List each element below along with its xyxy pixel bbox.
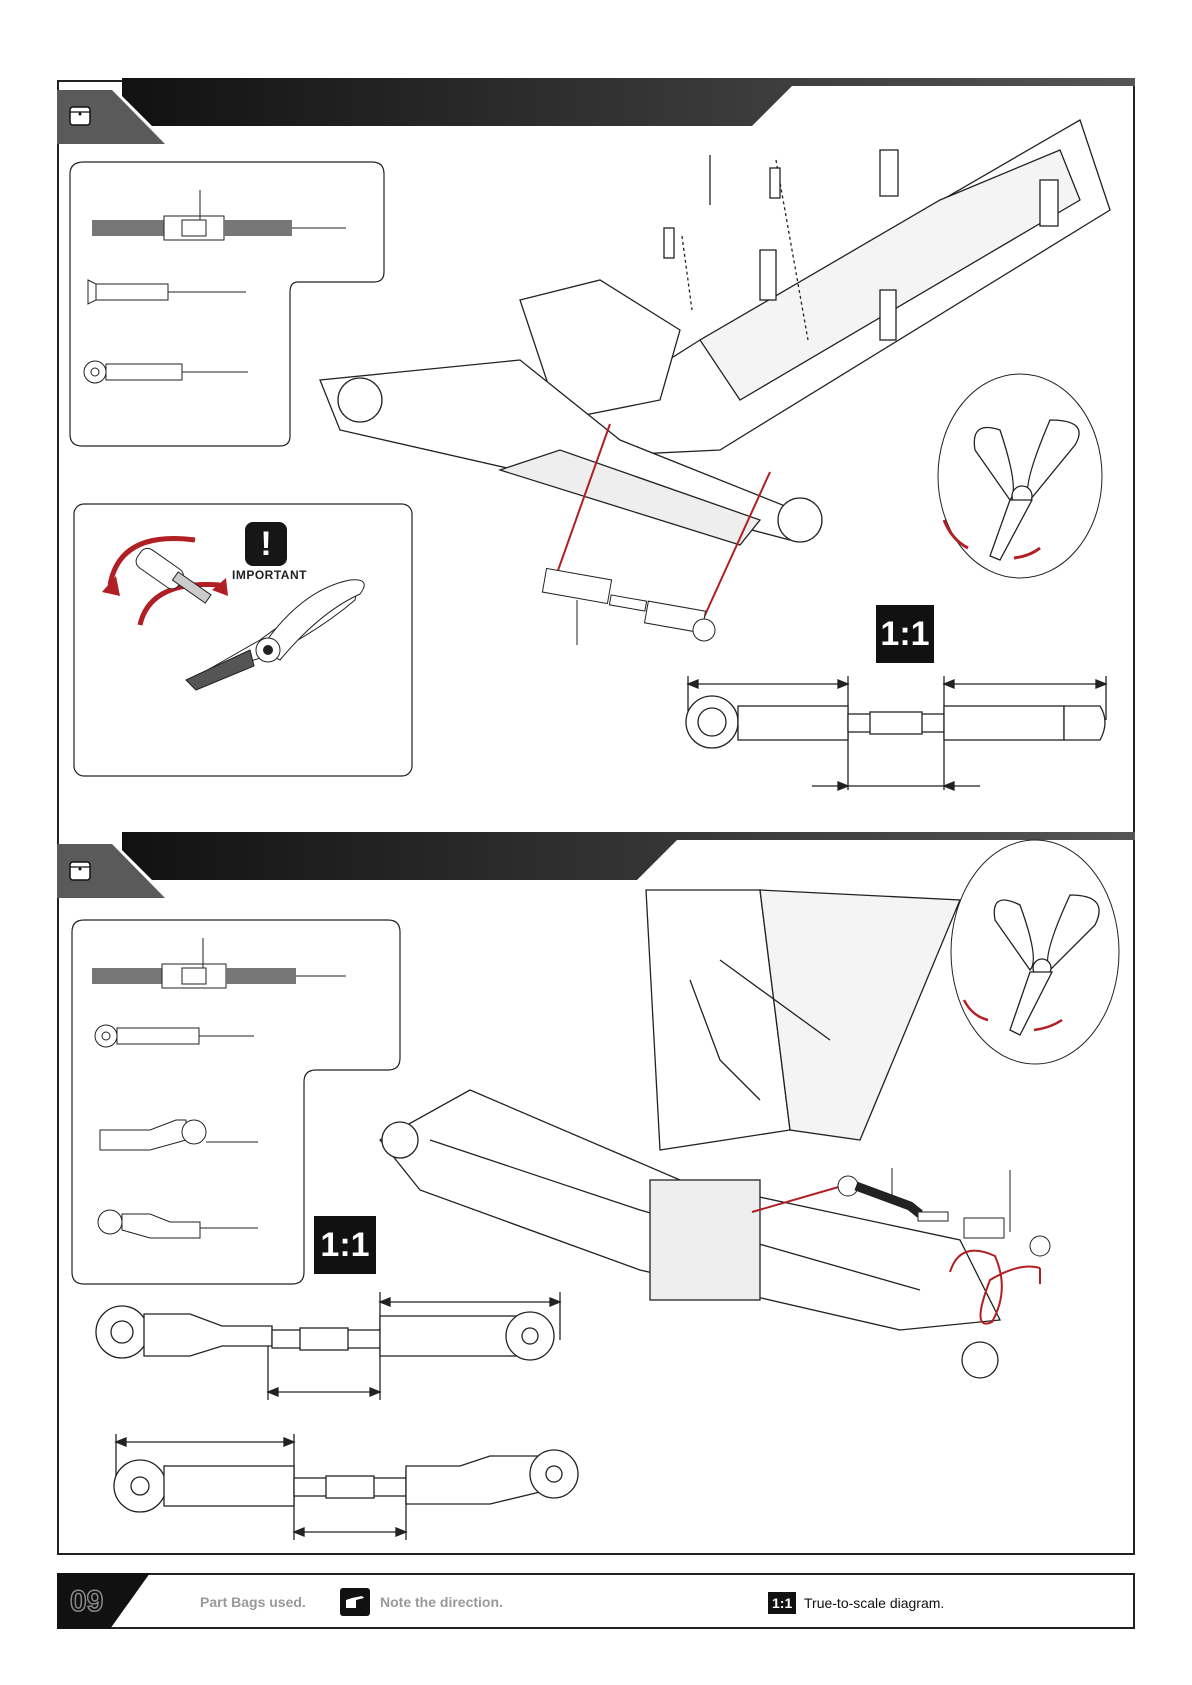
instruction-frame [57,80,1135,1555]
scale-legend-badge: 1:1 [768,1592,796,1614]
scale-badge-b: 1:1 [314,1216,376,1274]
important-label: IMPORTANT [232,568,307,582]
note-direction-legend: Note the direction. [380,1594,503,1610]
note-direction-icon [340,1588,370,1616]
important-icon: ! [245,522,287,566]
scale-badge-a: 1:1 [876,605,934,663]
page-number: 09 [70,1585,103,1619]
scale-legend-text: True-to-scale diagram. [804,1595,944,1611]
step-a-banner [57,78,1135,126]
part-bags-legend: Part Bags used. [200,1594,306,1610]
part-bag-icon [68,103,92,127]
step-b-banner [57,832,1135,880]
part-bag-icon [68,858,92,882]
